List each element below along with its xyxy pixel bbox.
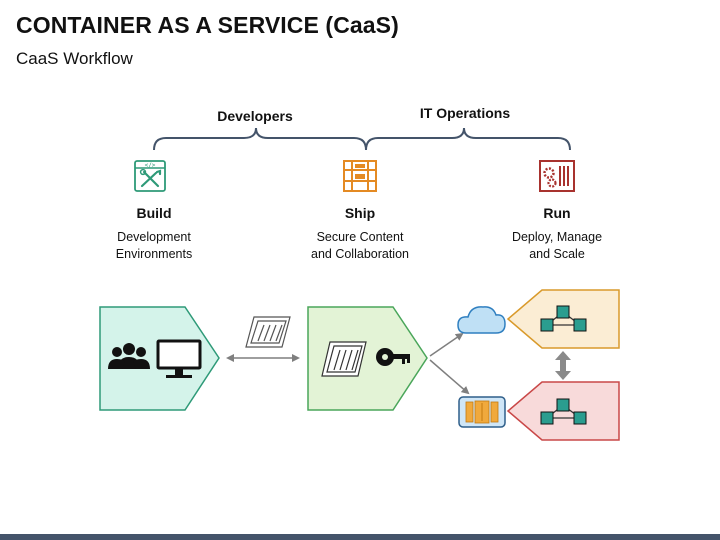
container-image-icon <box>321 341 367 377</box>
code-tools-icon: </> <box>134 160 166 192</box>
footer-bar <box>0 534 720 540</box>
ship-stage-title: Ship <box>344 205 376 221</box>
it-operations-group-label: IT Operations <box>419 105 511 121</box>
ship-onprem-arrow <box>429 359 470 395</box>
run-stage-title: Run <box>543 205 571 221</box>
container-image-icon <box>245 316 291 348</box>
server-gears-icon <box>539 160 575 192</box>
page-subtitle: CaaS Workflow <box>16 49 133 68</box>
network-nodes-icon <box>540 305 587 332</box>
ship-desc-line2: and Collaboration <box>311 247 409 261</box>
cloud-deployment-tag <box>506 289 620 349</box>
ship-desc-line1: Secure Content <box>316 230 404 244</box>
cloud-icon <box>457 306 506 334</box>
build-stage-description: Development Environments <box>74 229 234 263</box>
run-desc-line2: and Scale <box>529 247 585 261</box>
server-rack-icon <box>458 396 506 428</box>
pallet-rack-icon <box>343 160 377 192</box>
build-desc-line1: Development <box>117 230 191 244</box>
run-stage-description: Deploy, Manage and Scale <box>477 229 637 263</box>
ship-stage-description: Secure Content and Collaboration <box>280 229 440 263</box>
build-desc-line2: Environments <box>115 247 193 261</box>
developers-brace <box>153 127 367 151</box>
monitor-icon <box>156 339 202 378</box>
network-nodes-icon <box>540 398 587 425</box>
build-stage-title: Build <box>136 205 172 221</box>
it-operations-brace <box>365 127 571 151</box>
ship-stage-shape <box>307 306 428 411</box>
key-icon <box>376 348 410 366</box>
scale-double-arrow <box>555 351 571 380</box>
team-icon <box>108 343 150 369</box>
page-title: CONTAINER AS A SERVICE (CaaS) <box>16 12 399 38</box>
developers-group-label: Developers <box>217 108 293 124</box>
ship-cloud-arrow <box>429 332 464 357</box>
run-desc-line1: Deploy, Manage <box>511 230 603 244</box>
svg-text:</>: </> <box>145 162 156 169</box>
